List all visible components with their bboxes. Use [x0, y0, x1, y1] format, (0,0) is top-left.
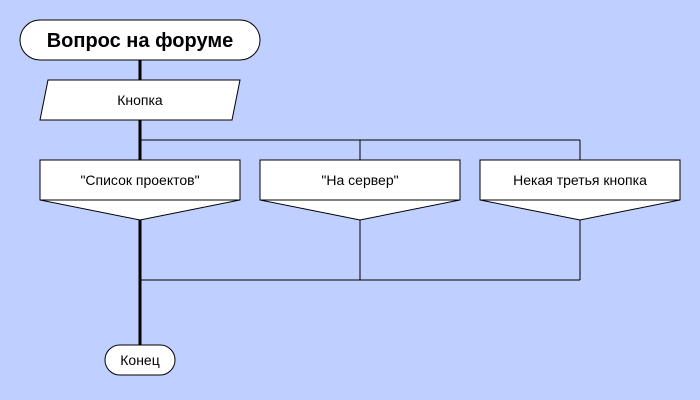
switch-label: Кнопка [117, 92, 163, 108]
case-list-projects[interactable]: "Список проектов" [39, 159, 241, 221]
case-to-server[interactable]: "На сервер" [259, 159, 461, 221]
connector-lines [138, 60, 581, 346]
case-label: "Список проектов" [80, 172, 199, 188]
title-text: Вопрос на форуме [47, 30, 234, 52]
case-label: "На сервер" [321, 172, 398, 188]
end-label: Конец [120, 352, 159, 368]
case-third-button[interactable]: Некая третья кнопка [479, 159, 681, 221]
end-terminator[interactable]: Конец [104, 344, 176, 376]
case-label: Некая третья кнопка [513, 172, 647, 188]
switch-shape[interactable]: Кнопка [39, 79, 241, 121]
title-terminator[interactable]: Вопрос на форуме [19, 19, 261, 61]
